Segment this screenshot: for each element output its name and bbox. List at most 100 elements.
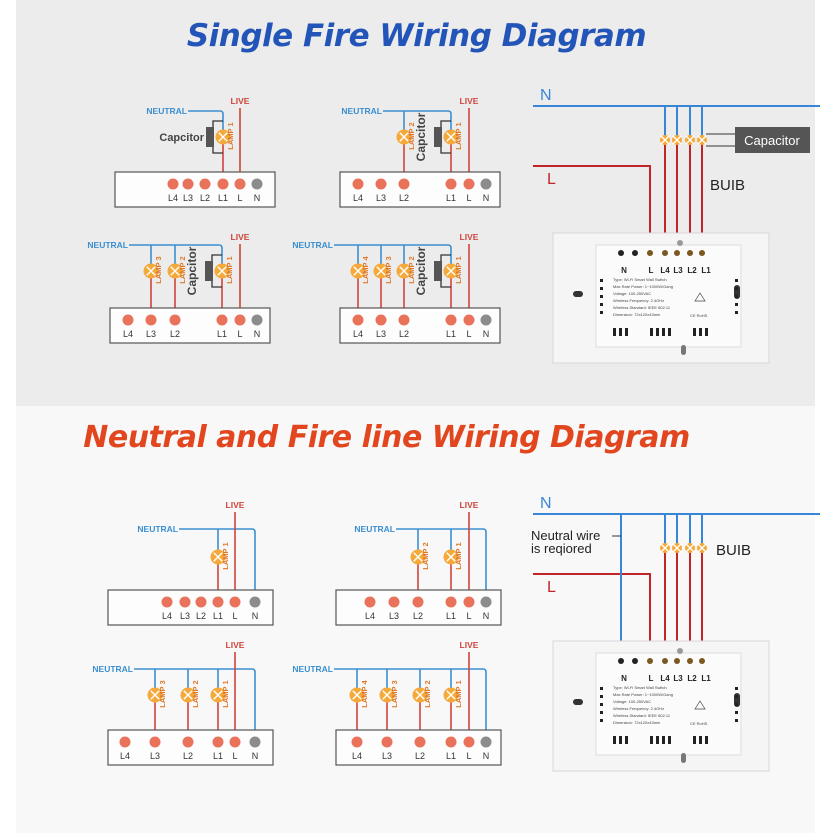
lamp-cross: [660, 543, 670, 553]
lamp-cross: [660, 135, 670, 145]
switch-terminal-label: L: [649, 674, 654, 683]
terminal-label: L: [466, 193, 471, 203]
lamp-cross: [352, 690, 362, 700]
mount-slot: [573, 291, 583, 297]
spec-line: Wireless Frequency: 2.4GHz: [613, 298, 664, 303]
terminal-label: L2: [413, 611, 423, 621]
lamp-label: LAMP 1: [454, 680, 463, 707]
capacitor-icon: [434, 127, 442, 147]
lamp-cross: [399, 132, 409, 142]
spec-line: Dimension: 72x120x43mm: [613, 312, 661, 317]
terminal-label: N: [483, 751, 490, 761]
lamp-cross: [146, 266, 156, 276]
n-line-label: N: [540, 87, 552, 104]
terminal-label: L1: [217, 329, 227, 339]
vent-dot: [600, 687, 603, 690]
terminal-label: L2: [415, 751, 425, 761]
terminal-label: L3: [150, 751, 160, 761]
lamp-label: LAMP 1: [454, 256, 463, 283]
terminal-label: L2: [170, 329, 180, 339]
mount-hole: [677, 648, 683, 654]
lamp-label: LAMP 3: [154, 256, 163, 283]
lamp-cross: [382, 690, 392, 700]
screw-terminal: [687, 658, 693, 664]
lamp-label: LAMP 2: [191, 680, 200, 707]
screw-terminal: [687, 250, 693, 256]
terminal-label: L1: [213, 611, 223, 621]
terminal-label: L: [466, 751, 471, 761]
terminal-l1: [212, 596, 224, 608]
switch-terminal-box: [339, 171, 501, 208]
vent-slot: [619, 736, 622, 744]
vent-slot: [650, 328, 653, 336]
terminal-l1: [212, 736, 224, 748]
lamp-cross: [672, 135, 682, 145]
vent-dot: [600, 711, 603, 714]
terminal-label: L4: [168, 193, 178, 203]
terminal-l: [463, 736, 475, 748]
screw-terminal: [632, 658, 638, 664]
bulb-label: BUIB: [716, 542, 751, 559]
neutral-wire: [129, 244, 223, 249]
live-label: LIVE: [226, 640, 245, 650]
terminal-label: L3: [382, 751, 392, 761]
lamp-cross: [217, 266, 227, 276]
terminal-l: [229, 596, 241, 608]
capacitor-label: Capcitor: [414, 246, 428, 295]
lamp-label: LAMP 1: [454, 542, 463, 569]
spec-line: Wireless Standard: IEEE 802.11: [613, 305, 671, 310]
vent-dot: [735, 287, 738, 290]
lamp-cross: [446, 690, 456, 700]
capacitor-icon: [206, 127, 214, 147]
terminal-l: [463, 178, 475, 190]
neutral-label: NEUTRAL: [292, 664, 333, 674]
lamp-cross: [170, 266, 180, 276]
vent-slot: [699, 736, 702, 744]
screw-terminal: [647, 658, 653, 664]
neutral-note: Neutral wire: [531, 528, 600, 543]
screw-terminal: [674, 658, 680, 664]
lamp-cross: [446, 552, 456, 562]
live-feed: [533, 165, 651, 253]
vent-dot: [735, 295, 738, 298]
terminal-l2: [414, 736, 426, 748]
lamp-label: LAMP 3: [390, 680, 399, 707]
switch-terminal-label: L: [649, 266, 654, 275]
lamp-cross: [213, 552, 223, 562]
lamp-label: LAMP 2: [407, 256, 416, 283]
spec-line: Dimension: 72x120x43mm: [613, 720, 661, 725]
lamp-label: LAMP 1: [221, 680, 230, 707]
terminal-l1: [216, 314, 228, 326]
mount-hole: [677, 240, 683, 246]
spec-line: Wireless Frequency: 2.4GHz: [613, 706, 664, 711]
capacitor-label: Capcitor: [414, 112, 428, 161]
terminal-l4: [351, 736, 363, 748]
terminal-label: N: [252, 611, 259, 621]
lamp-cross: [446, 266, 456, 276]
screw-terminal: [618, 658, 624, 664]
vent-dot: [735, 279, 738, 282]
terminal-l3: [145, 314, 157, 326]
vent-dot: [735, 303, 738, 306]
vent-slot: [699, 328, 702, 336]
vent-slot: [668, 736, 671, 744]
live-label: LIVE: [460, 640, 479, 650]
terminal-l2: [182, 736, 194, 748]
terminal-label: L4: [352, 751, 362, 761]
terminal-l: [234, 314, 246, 326]
mount-slot: [681, 345, 686, 355]
vent-slot: [650, 736, 653, 744]
terminal-l4: [122, 314, 134, 326]
screw-terminal: [632, 250, 638, 256]
lamp-cross: [218, 132, 228, 142]
terminal-l: [234, 178, 246, 190]
terminal-label: L2: [196, 611, 206, 621]
vent-slot: [662, 328, 665, 336]
terminal-n: [249, 736, 261, 748]
neutral-label: NEUTRAL: [87, 240, 128, 250]
cert-marks: CE RoHS: [690, 313, 708, 318]
